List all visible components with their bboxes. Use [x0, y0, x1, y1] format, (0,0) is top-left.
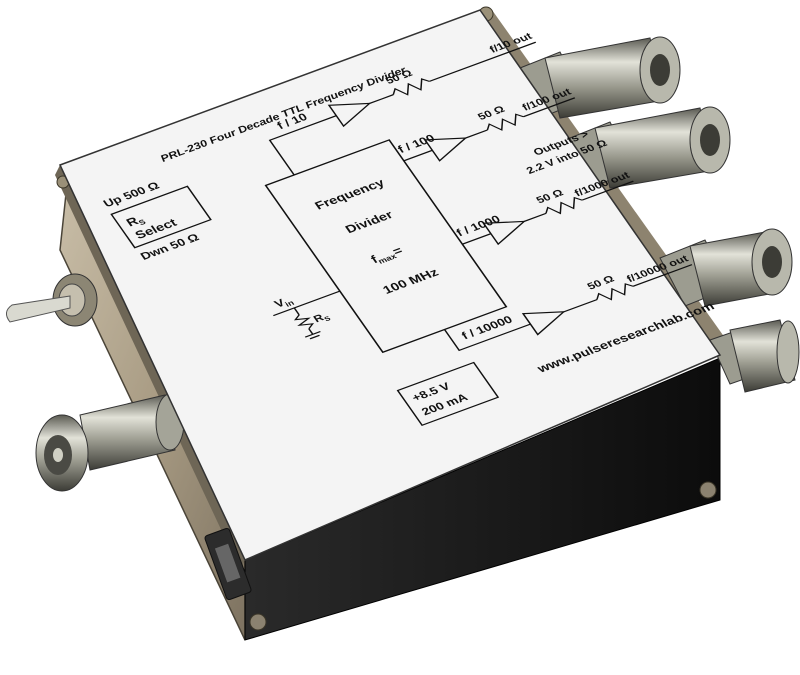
output-bnc-f100[interactable]: [564, 106, 731, 189]
top-panel: [58, 9, 722, 561]
front-screw: [249, 613, 267, 631]
rs-toggle-switch[interactable]: [6, 273, 98, 327]
buffer-amp-f100: [423, 137, 468, 162]
vin-label: Vin: [272, 294, 296, 312]
enclosure-top-edge-left: [55, 165, 245, 570]
output-bnc-f1000[interactable]: [659, 228, 793, 307]
output-bnc-f10000[interactable]: [709, 319, 800, 393]
input-rs-label: RS: [312, 311, 333, 326]
power-jack-socket: [214, 543, 241, 583]
power-box: [396, 361, 500, 427]
buffer-amp-f10000: [521, 311, 566, 336]
input-bnc-connector[interactable]: [35, 393, 185, 492]
buffer-amp-f1000: [482, 220, 526, 246]
output-bnc-f10[interactable]: [514, 36, 681, 119]
front-screw: [699, 481, 717, 499]
enclosure-front-face: [244, 357, 721, 641]
rs-select-box: [110, 185, 212, 249]
buffer-amp-f10: [327, 102, 372, 128]
